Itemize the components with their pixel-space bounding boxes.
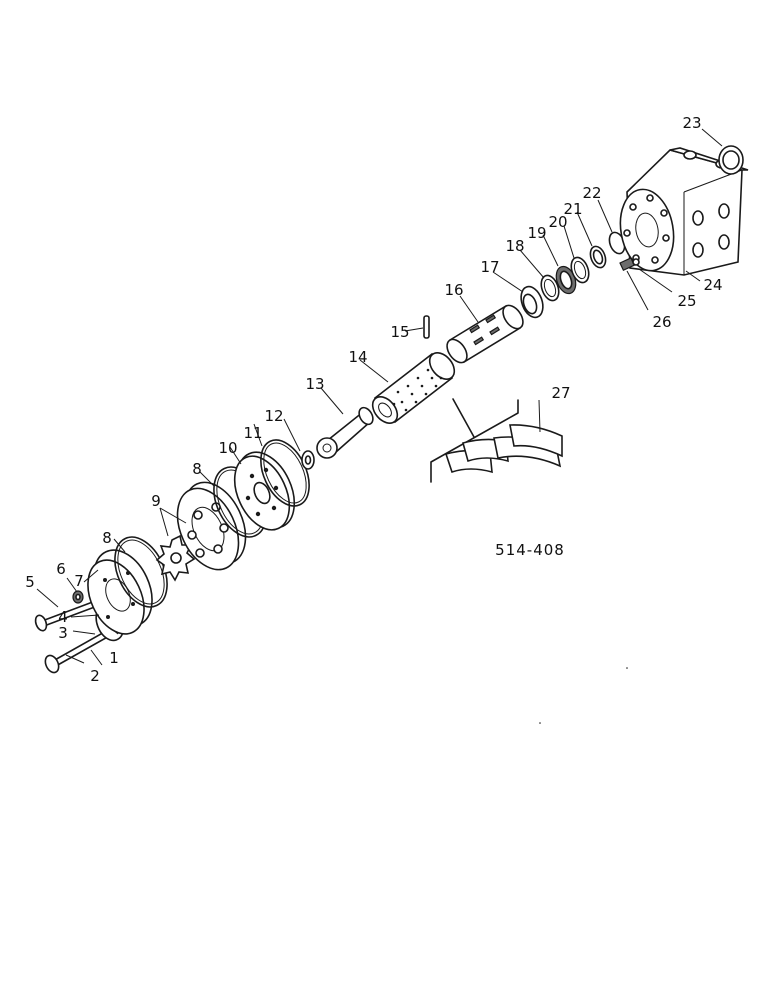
callout-21: 21 <box>563 200 582 218</box>
part-9-ring-gear <box>176 481 247 571</box>
callout-3: 3 <box>58 624 68 642</box>
part-23-ring <box>718 145 744 175</box>
part-12-washer <box>301 450 315 470</box>
part-19-bearing <box>555 265 577 295</box>
callout-20: 20 <box>548 213 567 231</box>
callout-26: 26 <box>652 313 671 331</box>
callout-12: 12 <box>264 407 283 425</box>
leader-lines <box>36 128 723 666</box>
part-20-washer <box>570 256 590 284</box>
part-6-washer <box>72 590 84 604</box>
part-17-ring <box>520 285 544 319</box>
callout-10: 10 <box>218 439 237 457</box>
callout-19: 19 <box>527 224 546 242</box>
callout-24: 24 <box>703 276 722 294</box>
callout-8a: 8 <box>102 529 112 547</box>
callout-23: 23 <box>682 114 701 132</box>
part-10-spacer-plate <box>233 451 296 531</box>
drawing-code: 514-408 <box>495 541 565 559</box>
callout-25: 25 <box>677 292 696 310</box>
part-7-end-cap <box>87 549 153 635</box>
callout-13: 13 <box>305 375 324 393</box>
callout-11: 11 <box>243 424 262 442</box>
callout-7: 7 <box>74 572 84 590</box>
part-21-seal <box>589 245 607 269</box>
callout-2: 2 <box>90 667 100 685</box>
callout-15: 15 <box>390 323 409 341</box>
callout-16: 16 <box>444 281 463 299</box>
callout-1: 1 <box>109 649 119 667</box>
callout-22: 22 <box>582 184 601 202</box>
callout-18: 18 <box>505 237 524 255</box>
part-14-sleeve <box>371 352 456 424</box>
part-25-ball <box>632 258 640 266</box>
callout-8b: 8 <box>192 460 202 478</box>
callout-17: 17 <box>480 258 499 276</box>
callout-27: 27 <box>551 384 570 402</box>
callout-5: 5 <box>25 573 35 591</box>
part-15-pin <box>423 315 430 339</box>
callout-14: 14 <box>348 348 367 366</box>
part-13-drive-shaft <box>316 406 374 459</box>
scan-speck <box>539 722 541 724</box>
part-2-bolt <box>44 629 112 674</box>
part-16-spool <box>446 304 524 364</box>
scan-speck <box>626 667 628 669</box>
part-27-bearing-shell-set <box>430 398 563 483</box>
callout-9: 9 <box>151 492 161 510</box>
callout-6: 6 <box>56 560 66 578</box>
part-18-washer <box>540 274 560 302</box>
callout-4: 4 <box>58 608 68 626</box>
